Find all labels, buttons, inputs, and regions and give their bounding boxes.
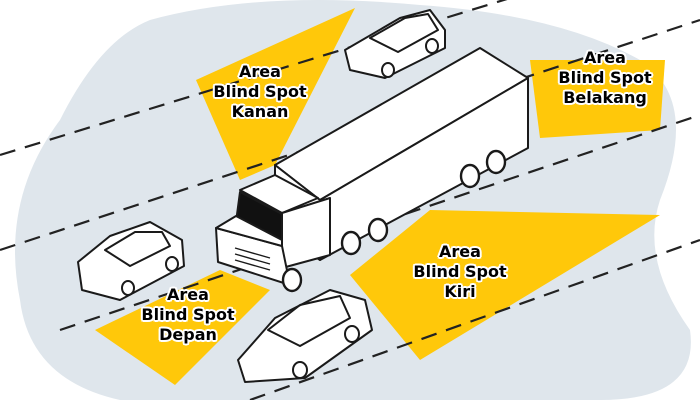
label-line: Kanan [231, 102, 289, 121]
wheel [367, 217, 389, 243]
label-line: Blind Spot [413, 262, 507, 281]
blind-spot-zone-rear [530, 60, 665, 138]
label-line: Blind Spot [141, 305, 235, 324]
truck-wheels [281, 149, 507, 293]
blind-spot-zone-left [350, 210, 660, 360]
cab-roof [239, 174, 319, 214]
label-line: Area [167, 285, 209, 304]
car-top [344, 9, 446, 79]
label-line: Blind Spot [558, 68, 652, 87]
blind-spot-zone-right [196, 8, 355, 180]
wheel [340, 230, 362, 256]
car-left [77, 221, 185, 301]
car-bottom [237, 289, 373, 383]
hood [215, 215, 283, 247]
blind-spot-zone-front [95, 270, 270, 385]
label-blind-spot-right: Area Blind Spot Kanan [210, 62, 310, 122]
wheel [485, 149, 507, 175]
wheel [281, 267, 303, 293]
label-blind-spot-rear: Area Blind Spot Belakang [550, 48, 660, 108]
truck [215, 47, 529, 293]
label-line: Area [584, 48, 626, 67]
label-line: Depan [159, 325, 217, 344]
label-line: Kiri [444, 282, 476, 301]
label-blind-spot-left: Area Blind Spot Kiri [410, 242, 510, 302]
label-line: Area [239, 62, 281, 81]
wheel [459, 163, 481, 189]
label-line: Blind Spot [213, 82, 307, 101]
label-line: Belakang [563, 88, 647, 107]
label-line: Area [439, 242, 481, 261]
label-blind-spot-front: Area Blind Spot Depan [138, 285, 238, 345]
grille [234, 247, 271, 271]
